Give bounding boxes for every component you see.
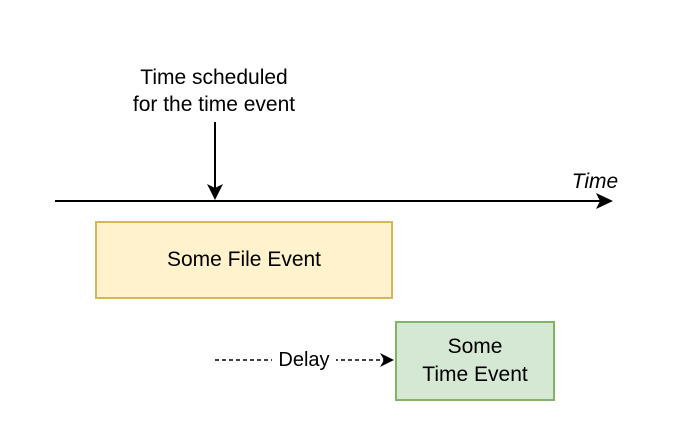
file-event-label: Some File Event <box>166 248 322 271</box>
timeline-axis-arrowhead <box>596 193 613 209</box>
timeline-label: Time <box>571 170 619 193</box>
time-event-label-line1: Some <box>447 335 503 358</box>
delay-arrow-head <box>380 353 394 367</box>
scheduled-time-label-line1: Time scheduled <box>140 66 288 89</box>
scheduled-time-label: Time scheduled for the time event <box>104 64 324 118</box>
file-event-box: Some File Event <box>95 221 393 299</box>
delay-label: Delay <box>272 348 336 372</box>
schedule-arrow-head <box>207 184 223 200</box>
scheduled-time-label-line2: for the time event <box>132 93 296 116</box>
time-event-label-line2: Time Event <box>422 363 528 386</box>
time-event-box: Some Time Event <box>395 321 555 401</box>
